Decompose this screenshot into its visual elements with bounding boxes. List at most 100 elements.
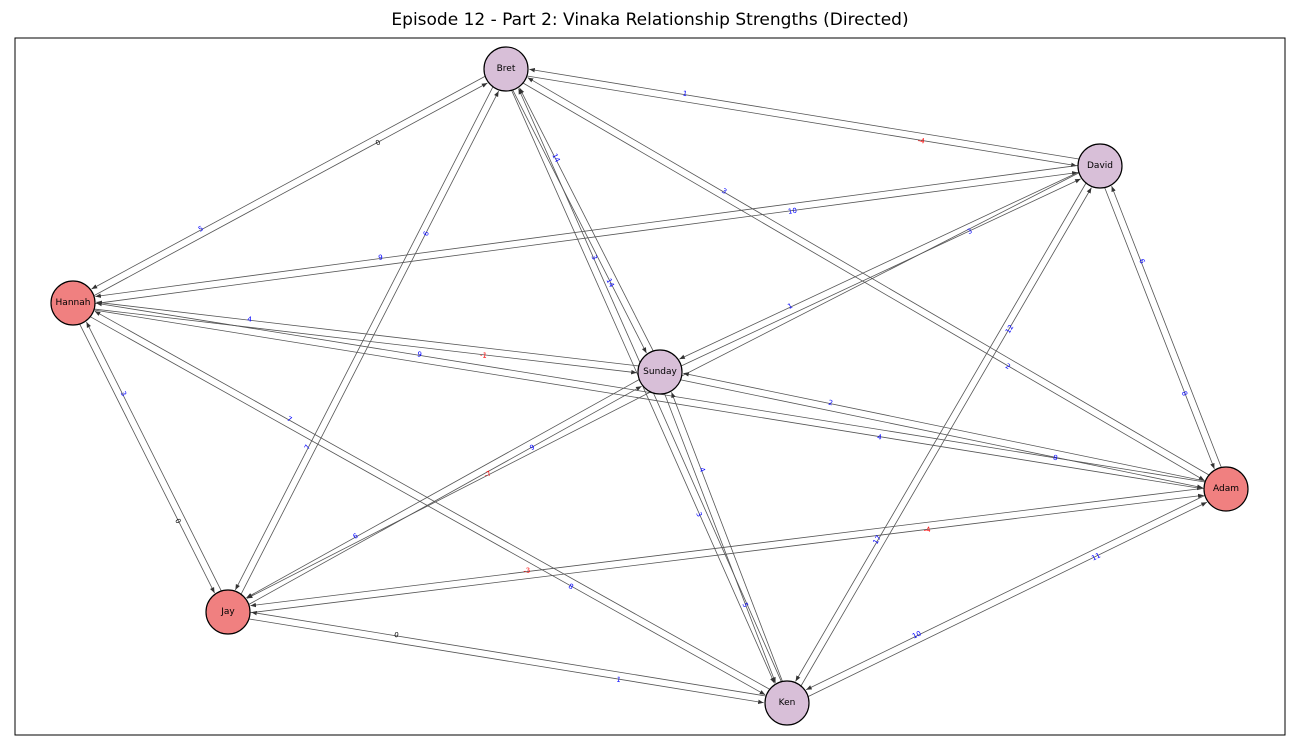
edge-bret-to-adam xyxy=(523,82,1205,481)
edge-label-hannah-to-jay: 0 xyxy=(173,517,182,525)
edge-bret-to-david xyxy=(527,75,1077,168)
edge-label-bret-to-jay: 7 xyxy=(303,443,312,451)
edge-jay-to-ken xyxy=(249,618,764,705)
edge-label-sunday-to-david: 3 xyxy=(966,227,973,236)
edge-label-adam-to-sunday: 2 xyxy=(828,399,834,408)
node-sunday: Sunday xyxy=(637,349,683,395)
edge-label-david-to-jay: -7 xyxy=(483,469,493,479)
graph-title: Episode 12 - Part 2: Vinaka Relationship… xyxy=(391,10,909,30)
node-circle-bret xyxy=(483,46,529,92)
edge-ken-to-sunday xyxy=(671,392,783,682)
edge-label-hannah-to-david: 10 xyxy=(788,207,798,216)
node-label-hannah: Hannah xyxy=(56,298,91,308)
node-label-bret: Bret xyxy=(497,64,516,74)
edge-david-to-bret xyxy=(529,67,1079,160)
edge-label-jay-to-ken: 1 xyxy=(616,676,622,685)
edge-ken-to-jay xyxy=(251,610,766,697)
node-bret: Bret xyxy=(483,46,529,92)
edge-label-david-to-bret: 1 xyxy=(682,90,688,99)
edge-hannah-to-sunday xyxy=(94,308,637,375)
edge-label-ken-to-adam: 11 xyxy=(1090,551,1102,562)
node-circle-jay xyxy=(205,589,251,635)
edge-hannah-to-ken xyxy=(90,316,766,696)
edge-jay-to-adam xyxy=(250,493,1204,614)
node-circle-sunday xyxy=(637,349,683,395)
edge-bret-to-jay xyxy=(235,86,494,591)
edge-ken-to-david xyxy=(800,187,1092,686)
node-label-ken: Ken xyxy=(779,698,796,708)
edge-jay-to-sunday xyxy=(248,385,642,605)
edge-hannah-to-adam xyxy=(94,309,1203,491)
node-circle-ken xyxy=(764,680,810,726)
edge-label-ken-to-jay: 0 xyxy=(394,631,400,640)
edge-label-sunday-to-ken: 5 xyxy=(740,602,749,609)
edge-label-david-to-hannah: 9 xyxy=(378,253,383,262)
edge-label-jay-to-bret: 6 xyxy=(422,229,431,237)
edge-david-to-hannah xyxy=(95,165,1078,298)
edge-label-hannah-to-adam: 4 xyxy=(877,433,883,442)
edge-label-bret-to-ken: 3 xyxy=(694,511,703,518)
edge-hannah-to-bret xyxy=(93,82,488,296)
edge-label-david-to-adam: 8 xyxy=(1180,390,1189,397)
node-label-david: David xyxy=(1087,161,1113,171)
edge-label-sunday-to-jay: 6 xyxy=(352,532,360,541)
node-hannah: Hannah xyxy=(50,280,96,326)
edge-label-ken-to-david: 12 xyxy=(1004,323,1015,335)
edge-label-jay-to-hannah: 3 xyxy=(119,390,128,398)
edge-david-to-ken xyxy=(795,183,1087,682)
edge-jay-to-bret xyxy=(240,90,499,595)
edge-adam-to-bret xyxy=(527,77,1209,476)
edge-label-sunday-to-adam: 8 xyxy=(1052,454,1058,463)
edge-label-bret-to-david: -4 xyxy=(917,137,926,146)
edge-sunday-to-adam xyxy=(680,379,1203,489)
edge-sunday-to-bret xyxy=(519,87,654,351)
edge-david-to-adam xyxy=(1104,187,1215,469)
edge-sunday-to-hannah xyxy=(96,300,639,367)
edge-label-adam-to-ken: 10 xyxy=(911,629,923,640)
edge-labels-layer: -4150761414332391013861712-7-14490387698… xyxy=(119,90,1189,685)
edge-label-hannah-to-ken: 8 xyxy=(567,582,575,591)
edge-label-bret-to-sunday: 14 xyxy=(604,277,615,289)
edge-bret-to-sunday xyxy=(512,90,647,354)
node-label-jay: Jay xyxy=(220,607,235,617)
edge-ken-to-adam xyxy=(808,501,1208,697)
node-ken: Ken xyxy=(764,680,810,726)
node-circle-adam xyxy=(1203,466,1249,512)
edge-label-ken-to-hannah: 7 xyxy=(285,415,293,424)
node-jay: Jay xyxy=(205,589,251,635)
edge-label-adam-to-david: 6 xyxy=(1137,258,1146,266)
edge-label-hannah-to-bret: 0 xyxy=(374,138,382,147)
edge-sunday-to-jay xyxy=(246,379,640,599)
edge-label-hannah-to-sunday: -1 xyxy=(479,351,487,360)
edge-sunday-to-ken xyxy=(664,393,776,683)
edge-adam-to-sunday xyxy=(683,372,1206,482)
edge-label-jay-to-adam: -4 xyxy=(923,526,931,535)
edge-label-adam-to-bret: 3 xyxy=(720,187,728,196)
edge-adam-to-ken xyxy=(805,495,1205,691)
edge-jay-to-hannah xyxy=(86,321,222,591)
edge-label-sunday-to-hannah: 4 xyxy=(247,315,253,324)
edge-label-adam-to-jay: -3 xyxy=(523,567,531,576)
node-circle-david xyxy=(1077,143,1123,189)
node-adam: Adam xyxy=(1203,466,1249,512)
edge-label-jay-to-sunday: 9 xyxy=(529,443,537,452)
edge-label-ken-to-sunday: 4 xyxy=(697,466,706,474)
edge-label-sunday-to-bret: 14 xyxy=(550,152,561,164)
edge-ken-to-hannah xyxy=(94,310,770,690)
edge-adam-to-jay xyxy=(250,487,1204,608)
edge-adam-to-hannah xyxy=(96,301,1205,483)
edge-sunday-to-david xyxy=(681,178,1081,367)
edge-hannah-to-jay xyxy=(79,324,215,594)
edge-david-to-sunday xyxy=(679,171,1079,360)
edge-label-david-to-sunday: 1 xyxy=(786,302,793,311)
edge-bret-to-hannah xyxy=(91,76,486,290)
edge-adam-to-david xyxy=(1111,186,1222,468)
edge-label-ken-to-bret: 3 xyxy=(590,254,599,261)
edge-hannah-to-david xyxy=(95,171,1078,304)
node-label-adam: Adam xyxy=(1213,484,1239,494)
edge-label-david-to-ken: 17 xyxy=(872,534,883,546)
edge-label-adam-to-hannah: 9 xyxy=(417,350,423,359)
